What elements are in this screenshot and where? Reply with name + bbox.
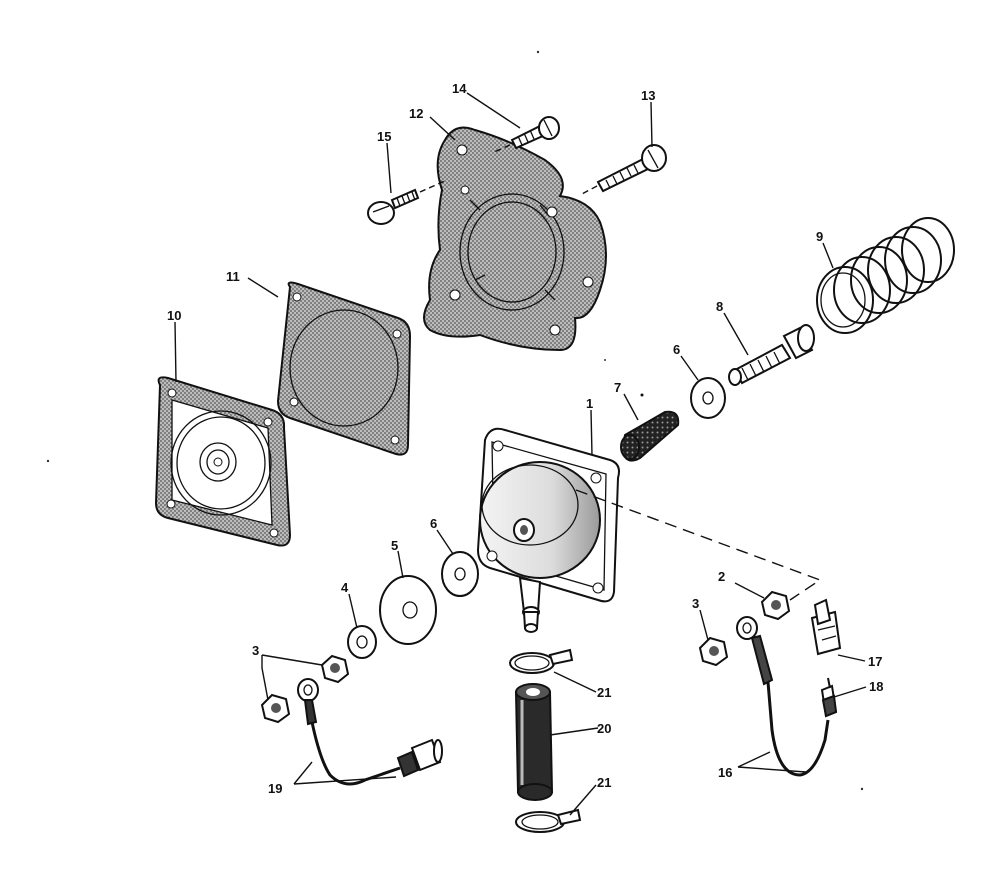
callout-21-lower: 21 [597, 775, 611, 790]
terminal-part-18 [820, 677, 838, 718]
callout-11: 11 [226, 269, 240, 284]
callout-13: 13 [641, 88, 655, 103]
nut-part-3-right [698, 636, 729, 667]
callout-2: 2 [718, 569, 725, 584]
callout-12: 12 [409, 106, 423, 121]
callout-19: 19 [268, 781, 282, 796]
gasket-part-11 [276, 281, 412, 456]
filter-screen-part-7 [620, 410, 680, 462]
callout-18: 18 [869, 679, 883, 694]
nut-part-3-left-lower [260, 693, 291, 724]
screw-part-14 [510, 116, 560, 150]
callout-17: 17 [868, 654, 882, 669]
washer-part-6-upper [690, 377, 726, 419]
screw-part-15 [367, 188, 420, 225]
nut-part-3-left-upper [320, 654, 350, 684]
callout-1: 1 [586, 396, 593, 411]
clamp-part-21-upper [509, 648, 574, 674]
connector-part-17 [810, 598, 842, 656]
callout-4: 4 [341, 580, 349, 595]
cover-part-12 [423, 126, 607, 352]
washer-part-6-lower [441, 551, 479, 597]
clamp-part-21-lower [515, 808, 582, 833]
callout-6-upper: 6 [673, 342, 680, 357]
ground-wire-part-19 [297, 678, 443, 786]
callout-21-upper: 21 [597, 685, 611, 700]
callout-3-right: 3 [692, 596, 699, 611]
callout-15: 15 [377, 129, 391, 144]
callout-20: 20 [597, 721, 611, 736]
callout-8: 8 [716, 299, 723, 314]
callout-5: 5 [391, 538, 398, 553]
callout-16: 16 [718, 765, 732, 780]
callout-6-lower: 6 [430, 516, 437, 531]
callout-14: 14 [452, 81, 467, 96]
callout-3-left: 3 [252, 643, 259, 658]
leader-lines [174, 92, 867, 816]
nut-part-2 [760, 590, 791, 621]
wire-part-16 [736, 616, 830, 777]
callout-7: 7 [614, 380, 621, 395]
callout-labels: 1 2 3 3 4 5 6 6 7 8 9 10 11 12 13 14 15 … [167, 81, 883, 796]
washer-part-4 [347, 625, 377, 659]
callout-10: 10 [167, 308, 181, 323]
callout-9: 9 [816, 229, 823, 244]
bolt-part-8 [728, 324, 815, 386]
screw-part-13 [596, 144, 667, 193]
spring-part-9 [816, 217, 955, 334]
hose-part-20 [514, 683, 554, 801]
washer-part-5 [379, 575, 437, 645]
pump-body-part-1 [476, 427, 620, 633]
diaphragm-part-10 [154, 376, 292, 547]
